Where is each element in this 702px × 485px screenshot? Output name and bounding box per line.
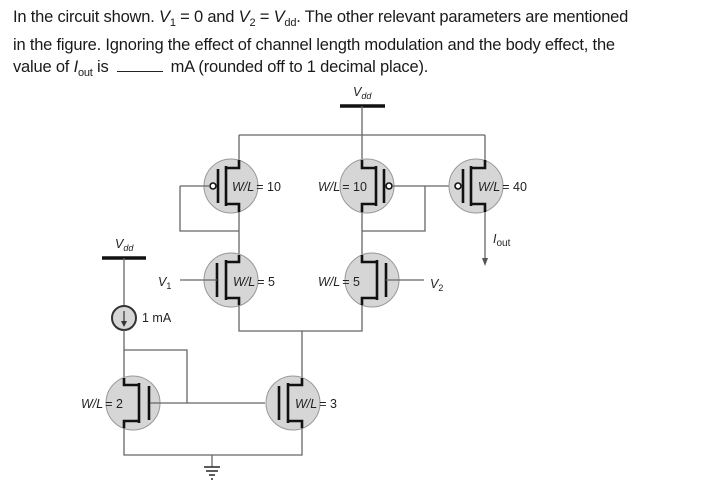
- transistor-p1: W/L= 10: [203, 158, 281, 214]
- question-line-1: In the circuit shown. V1 = 0 and V2 = Vd…: [13, 8, 629, 29]
- wl-label: W/L= 10: [318, 180, 367, 194]
- question-text: In the circuit shown. V1 = 0 and V2 = Vd…: [13, 6, 693, 84]
- transistor-n2: W/L= 5: [318, 252, 400, 308]
- wl-label: W/L= 5: [318, 275, 360, 289]
- transistor-n3: W/L= 2: [81, 375, 161, 431]
- pmos-bubble-icon: [385, 182, 393, 190]
- v2-symbol: V2: [238, 8, 256, 29]
- vdd-symbol: Vdd: [273, 8, 297, 29]
- current-source-label: 1 mA: [142, 311, 172, 325]
- wire-p2-diode: [362, 186, 426, 232]
- v1-symbol: V1: [159, 8, 176, 29]
- pmos-bubble-icon: [454, 182, 462, 190]
- wire-n3-diode: [124, 349, 188, 403]
- wire-tail: [238, 305, 363, 332]
- wl-label: W/L= 3: [295, 397, 337, 411]
- vdd-left-label: Vdd: [115, 237, 134, 253]
- wl-label: W/L= 2: [81, 397, 123, 411]
- v1-label: V1: [158, 275, 171, 291]
- transistor-p3: W/L= 40: [448, 158, 527, 214]
- transistor-n4: W/L= 3: [265, 375, 337, 431]
- pmos-bubble-icon: [209, 182, 217, 190]
- current-source: [111, 305, 137, 331]
- ground-icon: [204, 466, 220, 480]
- iout-arrow-icon: [482, 258, 488, 266]
- wl-label: W/L= 40: [478, 180, 527, 194]
- wire-ground-bus: [123, 428, 303, 456]
- iout-label: Iout: [493, 232, 511, 249]
- transistor-p2: W/L= 10: [318, 158, 395, 214]
- question-line-2: in the figure. Ignoring the effect of ch…: [13, 36, 615, 54]
- transistor-n1: W/L= 5: [203, 252, 275, 308]
- iout-symbol: Iout: [73, 58, 93, 79]
- answer-blank: [116, 59, 163, 72]
- wl-label: W/L= 5: [233, 275, 275, 289]
- current-arrow-icon: [121, 321, 127, 327]
- wire-p1-diode: [179, 186, 239, 232]
- v2-label: V2: [430, 277, 443, 293]
- wl-label: W/L= 10: [232, 180, 281, 194]
- vdd-top-label: Vdd: [353, 85, 372, 101]
